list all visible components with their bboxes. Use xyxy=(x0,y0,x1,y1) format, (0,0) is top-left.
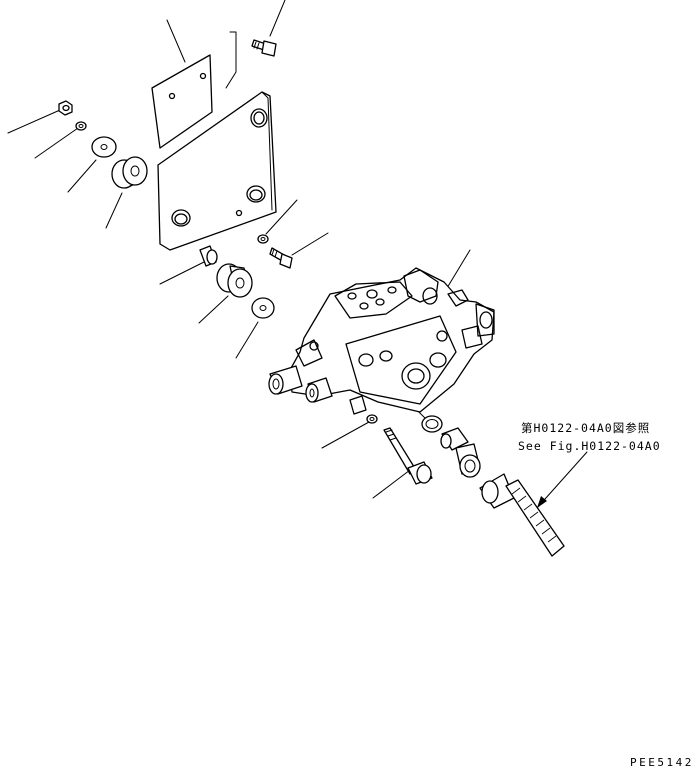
left-fastener-stack xyxy=(58,100,148,189)
reference-jp: 第H0122-04A0図参照 xyxy=(521,421,650,435)
front-plate xyxy=(157,91,277,251)
adapter-fitting xyxy=(440,427,481,478)
long-bolt xyxy=(366,414,433,485)
reference-en: See Fig.H0122-04A0 xyxy=(518,439,661,453)
upper-bolt xyxy=(225,31,277,89)
o-ring xyxy=(421,415,443,433)
hose xyxy=(479,473,565,557)
drawing-code: PEE5142 xyxy=(630,756,694,769)
mounting-bracket xyxy=(151,54,213,149)
lower-cushion-stack xyxy=(199,245,275,319)
leader-lines xyxy=(7,0,588,509)
plate-bolt-set xyxy=(257,234,293,269)
control-valve xyxy=(268,267,495,415)
